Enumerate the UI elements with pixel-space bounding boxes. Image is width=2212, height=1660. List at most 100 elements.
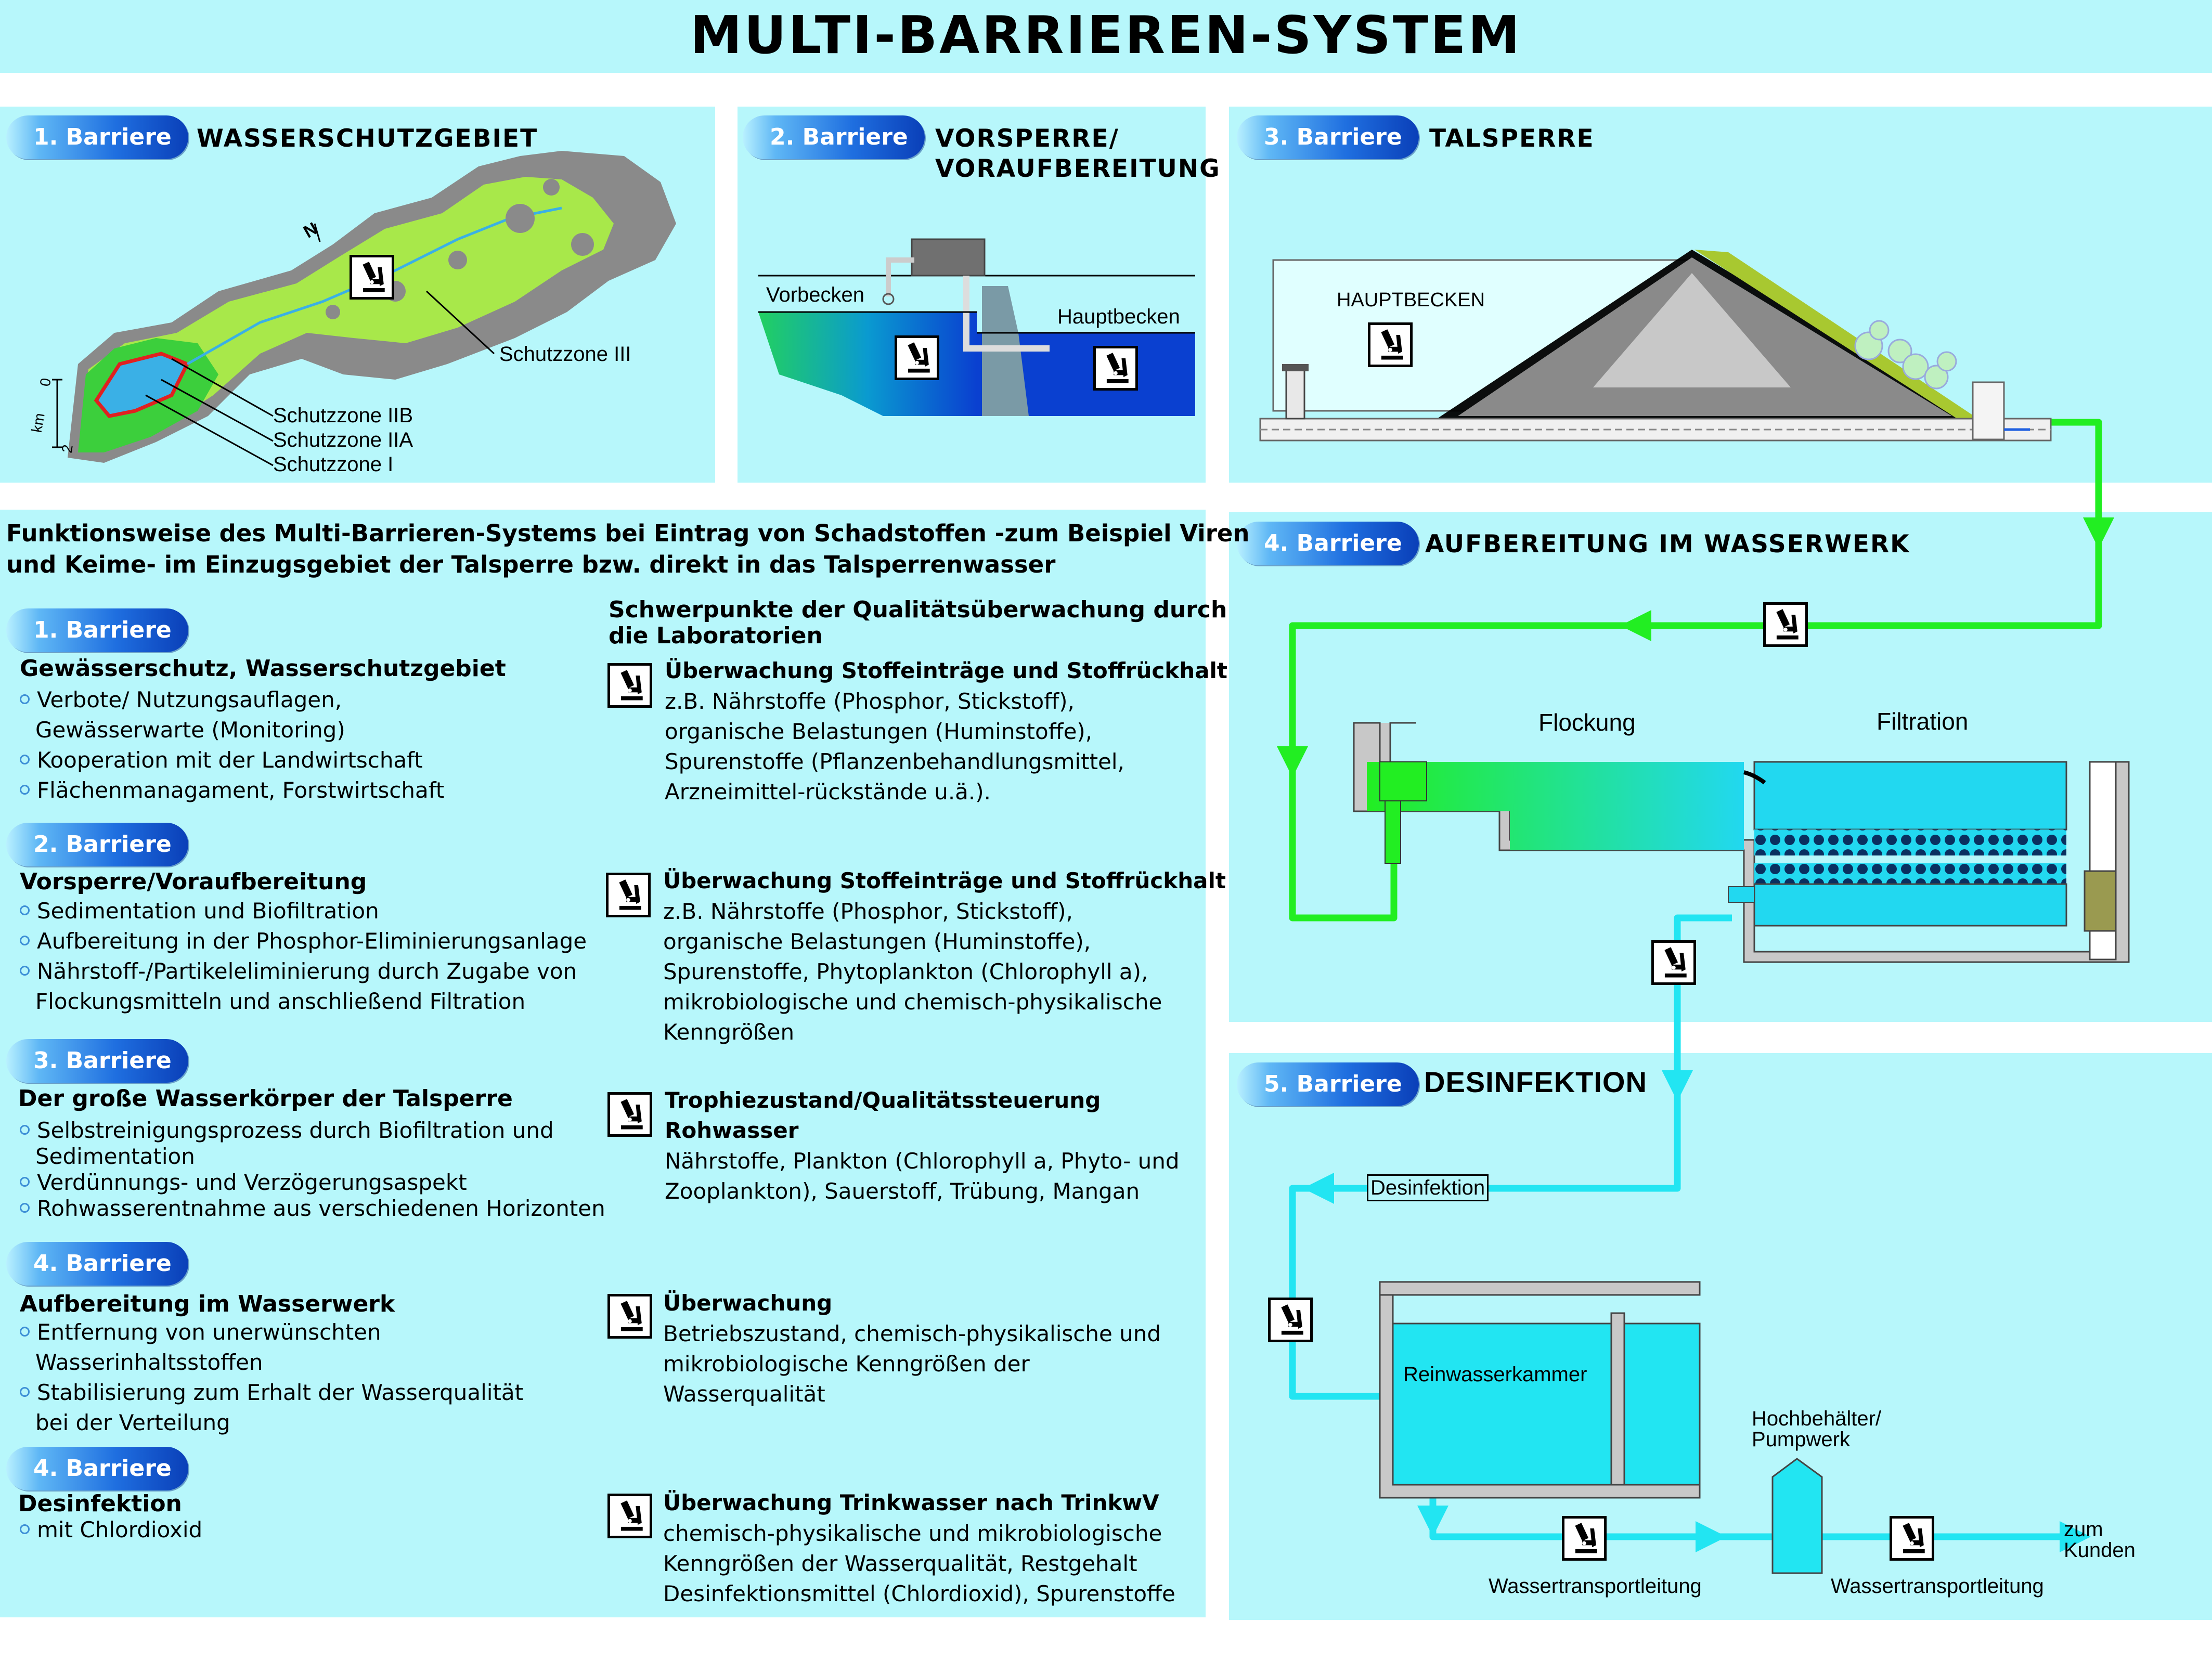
label-filtration: Filtration [1877,708,1969,735]
right-line: Zooplankton), Sauerstoff, Trübung, Manga… [665,1178,1140,1204]
info-heading-4: Aufbereitung im Wasserwerk [20,1291,395,1317]
label-wassertransportleitung-2: Wassertransportleitung [1831,1575,2044,1598]
right-header-line2: die Laboratorien [609,622,823,649]
right-line: Desinfektionsmittel (Chlordioxid), Spure… [663,1581,1175,1606]
info-badge-2: 2. Barriere [6,823,188,866]
list-item: Verbote/ Nutzungsauflagen, [20,685,342,715]
right-heading-4: Überwachung [663,1290,833,1316]
arrow-left-icon [1303,1173,1334,1204]
panel1-title: WASSERSCHUTZGEBIET [197,124,538,153]
microscope-icon [1890,1516,1934,1561]
panel-info [0,510,1206,1617]
label-schutzzone-iib: Schutzzone IIB [273,404,413,427]
microscope-icon [1093,346,1138,391]
right-line: mikrobiologische Kenngrößen der [663,1351,1030,1377]
microscope-icon [607,1494,652,1538]
label-hauptbecken-talsperre: HAUPTBECKEN [1337,289,1485,311]
label-flockung: Flockung [1538,709,1636,736]
right-line: z.B. Nährstoffe (Phosphor, Stickstoff), [665,689,1075,714]
right-header-line1: Schwerpunkte der Qualitätsüberwachung du… [609,596,1227,623]
microscope-icon [607,1294,652,1339]
label-pumpwerk: Pumpwerk [1752,1428,1850,1451]
arrow-left-icon [1620,610,1651,641]
microscope-icon [1268,1298,1313,1342]
right-line: Arzneimittel-rückstände u.ä.). [665,779,991,805]
catchment-map [52,151,676,466]
label-wassertransportleitung-1: Wassertransportleitung [1489,1575,1702,1598]
list-item: mit Chlordioxid [20,1515,202,1545]
right-line: organische Belastungen (Huminstoffe), [665,719,1093,744]
right-line: Spurenstoffe (Pflanzenbehandlungsmittel, [665,749,1124,774]
scale-unit: km [28,411,48,434]
right-line: Kenngrößen [663,1019,795,1045]
badge-barriere-4: 4. Barriere [1237,522,1419,565]
list-item: Aufbereitung in der Phosphor-Eliminierun… [20,927,587,956]
list-item: Stabilisierung zum Erhalt der Wasserqual… [20,1378,523,1407]
right-line: organische Belastungen (Huminstoffe), [663,929,1091,954]
label-schutzzone-iia: Schutzzone IIA [273,429,413,451]
badge-barriere-5: 5. Barriere [1237,1062,1419,1106]
arrow-down-icon [1417,1506,1448,1537]
arrow-down-icon [1277,746,1308,777]
info-heading-1: Gewässerschutz, Wasserschutzgebiet [20,655,506,682]
page-title: MULTI-BARRIEREN-SYSTEM [690,5,1522,66]
arrow-right-icon [2060,1521,2091,1552]
label-vorbecken: Vorbecken [766,283,865,306]
panel2-title-line2: VORAUFBEREITUNG [935,154,1221,183]
label-hochbehaelter: Hochbehälter/ [1752,1407,1882,1430]
right-heading-1: Überwachung Stoffeinträge und Stoffrückh… [665,658,1227,683]
list-item: Flächenmanagament, Forstwirtschaft [20,776,444,805]
list-item: Rohwasserentnahme aus verschiedenen Hori… [20,1194,605,1223]
disinfection-diagram [1379,1281,1823,1574]
label-kunden: Kunden [2064,1539,2136,1562]
microscope-icon [607,663,652,708]
list-item: Kooperation mit der Landwirtschaft [20,746,423,775]
list-item: Flockungsmitteln und anschließend Filtra… [35,989,526,1014]
label-zum: zum [2064,1518,2103,1541]
right-line: Kenngrößen der Wasserqualität, Restgehal… [663,1551,1137,1576]
label-desinfektion-box: Desinfektion [1367,1174,1489,1201]
info-badge-5: 4. Barriere [6,1447,188,1490]
panel4-title: AUFBEREITUNG IM WASSERWERK [1425,530,1910,559]
label-hauptbecken: Hauptbecken [1057,305,1180,328]
dam-diagram [1259,250,2052,442]
arrow-down-icon [2083,517,2114,549]
list-item: Verdünnungs- und Verzögerungsaspekt [20,1168,467,1197]
info-badge-4: 4. Barriere [6,1242,188,1286]
list-item: Gewässerwarte (Monitoring) [35,717,345,743]
info-heading-5: Desinfektion [18,1490,182,1517]
right-line: z.B. Nährstoffe (Phosphor, Stickstoff), [663,899,1073,924]
right-heading-3b: Rohwasser [665,1118,799,1143]
panel-barriere-2 [738,107,1206,483]
info-heading-3: Der große Wasserkörper der Talsperre [18,1085,513,1112]
right-heading-2: Überwachung Stoffeinträge und Stoffrückh… [663,868,1226,893]
microscope-icon [1763,602,1808,647]
label-schutzzone-iii: Schutzzone III [499,343,631,366]
right-line: chemisch-physikalische und mikrobiologis… [663,1521,1162,1546]
title-bar [0,0,2212,73]
info-badge-3: 3. Barriere [6,1039,188,1083]
right-line: Nährstoffe, Plankton (Chlorophyll a, Phy… [665,1148,1180,1174]
treatment-diagram [1353,722,2130,963]
panel5-title: DESINFEKTION [1424,1066,1647,1098]
list-item: Entfernung von unerwünschten [20,1318,381,1347]
label-reinwasserkammer: Reinwasserkammer [1403,1363,1587,1386]
right-line: Spurenstoffe, Phytoplankton (Chlorophyll… [663,959,1148,984]
microscope-icon [1562,1516,1607,1561]
microscope-icon [1651,940,1696,985]
arrow-right-icon [1696,1521,1727,1552]
panel2-title-line1: VORSPERRE/ [935,124,1119,153]
badge-barriere-3: 3. Barriere [1237,115,1419,159]
label-schutzzone-i: Schutzzone I [273,453,394,476]
info-intro-line1: Funktionsweise des Multi-Barrieren-Syste… [6,520,1250,547]
list-item: Sedimentation [35,1144,195,1169]
right-heading-3: Trophiezustand/Qualitätssteuerung [665,1087,1101,1113]
right-line: Wasserqualität [663,1381,825,1407]
right-heading-5: Überwachung Trinkwasser nach TrinkwV [663,1490,1159,1515]
list-item: bei der Verteilung [35,1410,230,1435]
list-item: Nährstoff-/Partikeleliminierung durch Zu… [20,957,577,986]
right-line: Betriebszustand, chemisch-physikalische … [663,1321,1161,1346]
badge-barriere-1: 1. Barriere [6,115,188,159]
badge-barriere-2: 2. Barriere [743,115,925,159]
info-intro-line2: und Keime- im Einzugsgebiet der Talsperr… [6,551,1056,578]
